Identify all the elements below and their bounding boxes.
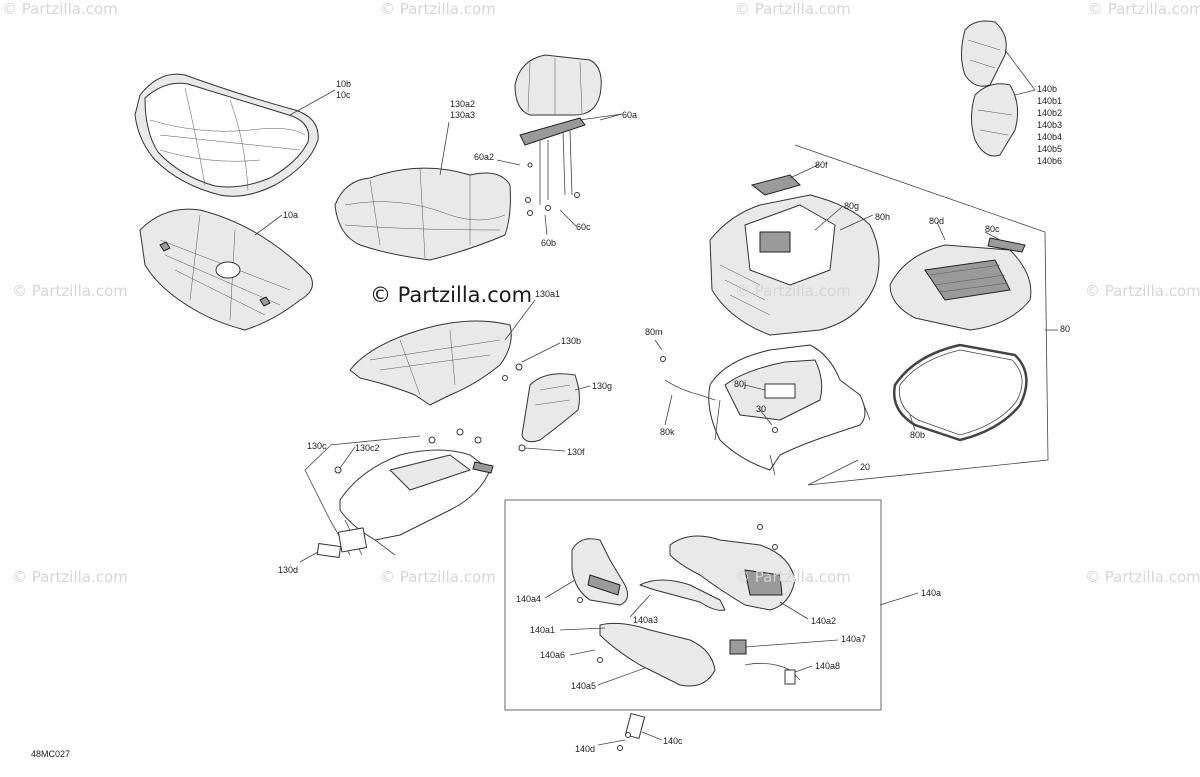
watermark: © Partzilla.com bbox=[380, 0, 496, 18]
callout-140a3: 140a3 bbox=[633, 615, 659, 625]
callout-80h: 80h bbox=[875, 212, 891, 222]
callout-80k: 80k bbox=[660, 427, 675, 437]
rear-backrest-part bbox=[961, 20, 1019, 157]
watermark: © Partzilla.com bbox=[1085, 282, 1200, 300]
callout-140a5: 140a5 bbox=[571, 681, 597, 691]
callout-60a: 60a bbox=[622, 110, 638, 120]
watermark: © Partzilla.com bbox=[735, 0, 851, 18]
callout-80b: 80b bbox=[910, 430, 926, 440]
callout-140a1: 140a1 bbox=[530, 625, 556, 635]
diagram-code: 48MC027 bbox=[31, 749, 71, 759]
callout-80g: 80g bbox=[844, 201, 860, 211]
callout-140b3: 140b3 bbox=[1037, 120, 1063, 130]
storage-bin-part bbox=[709, 174, 880, 336]
callout-60c: 60c bbox=[576, 222, 591, 232]
callout-140b5: 140b5 bbox=[1037, 144, 1063, 154]
callout-60a2: 60a2 bbox=[474, 152, 495, 162]
bracket-assembly-parts bbox=[571, 524, 801, 751]
callout-130d: 130d bbox=[278, 565, 299, 575]
callout-140c: 140c bbox=[663, 736, 683, 746]
callout-140d: 140d bbox=[575, 744, 596, 754]
watermark: © Partzilla.com bbox=[380, 568, 496, 586]
callout-80f: 80f bbox=[815, 160, 828, 170]
callout-80m: 80m bbox=[645, 327, 663, 337]
callout-80d: 80d bbox=[929, 216, 945, 226]
callout-140b2: 140b2 bbox=[1037, 108, 1063, 118]
callout-140b4: 140b4 bbox=[1037, 132, 1063, 142]
callout-140a6: 140a6 bbox=[540, 650, 566, 660]
console-part bbox=[349, 320, 523, 406]
seat-base-part bbox=[139, 208, 313, 331]
callout-130b: 130b bbox=[561, 336, 582, 346]
callout-140a2: 140a2 bbox=[811, 616, 837, 626]
side-cover-part bbox=[518, 373, 580, 452]
callout-140b1: 140b1 bbox=[1037, 96, 1063, 106]
callout-60b: 60b bbox=[541, 238, 557, 248]
seat-frame-part bbox=[316, 428, 494, 558]
callout-130a3: 130a3 bbox=[450, 110, 476, 120]
callout-130c2: 130c2 bbox=[355, 443, 380, 453]
callout-130g: 130g bbox=[592, 381, 613, 391]
tray-frame-part bbox=[660, 344, 871, 476]
partzilla-watermark: © Partzilla.com bbox=[370, 283, 533, 307]
callout-20: 20 bbox=[860, 462, 871, 472]
leader-lines bbox=[254, 49, 1058, 746]
callout-140a: 140a bbox=[921, 588, 942, 598]
seal-part bbox=[892, 343, 1028, 442]
watermark: © Partzilla.com bbox=[1088, 0, 1200, 18]
callout-140a7: 140a7 bbox=[841, 634, 867, 644]
watermark: © Partzilla.com bbox=[12, 568, 128, 586]
callout-130a2: 130a2 bbox=[450, 99, 476, 109]
callout-10b: 10b bbox=[336, 79, 352, 89]
passenger-seat-part bbox=[334, 167, 511, 261]
callout-10c: 10c bbox=[336, 90, 351, 100]
callout-140b: 140b bbox=[1037, 84, 1058, 94]
callout-140b6: 140b6 bbox=[1037, 156, 1063, 166]
storage-lid-part bbox=[889, 237, 1032, 331]
backrest-part bbox=[514, 54, 602, 216]
callout-140a4: 140a4 bbox=[516, 594, 542, 604]
watermark: © Partzilla.com bbox=[12, 282, 128, 300]
callout-30: 30 bbox=[756, 404, 767, 414]
callout-140a8: 140a8 bbox=[815, 661, 841, 671]
callout-10a: 10a bbox=[283, 210, 299, 220]
seat-cushion-part bbox=[134, 73, 319, 197]
callout-130f: 130f bbox=[567, 447, 585, 457]
callout-130c: 130c bbox=[307, 441, 327, 451]
callout-80j: 80j bbox=[734, 379, 747, 389]
watermark: © Partzilla.com bbox=[1085, 568, 1200, 586]
callout-80c: 80c bbox=[985, 224, 1000, 234]
watermark: © Partzilla.com bbox=[735, 568, 851, 586]
callout-130a1: 130a1 bbox=[535, 289, 561, 299]
watermark: © Partzilla.com bbox=[735, 282, 851, 300]
watermark: © Partzilla.com bbox=[2, 0, 118, 18]
callout-80: 80 bbox=[1060, 324, 1071, 334]
